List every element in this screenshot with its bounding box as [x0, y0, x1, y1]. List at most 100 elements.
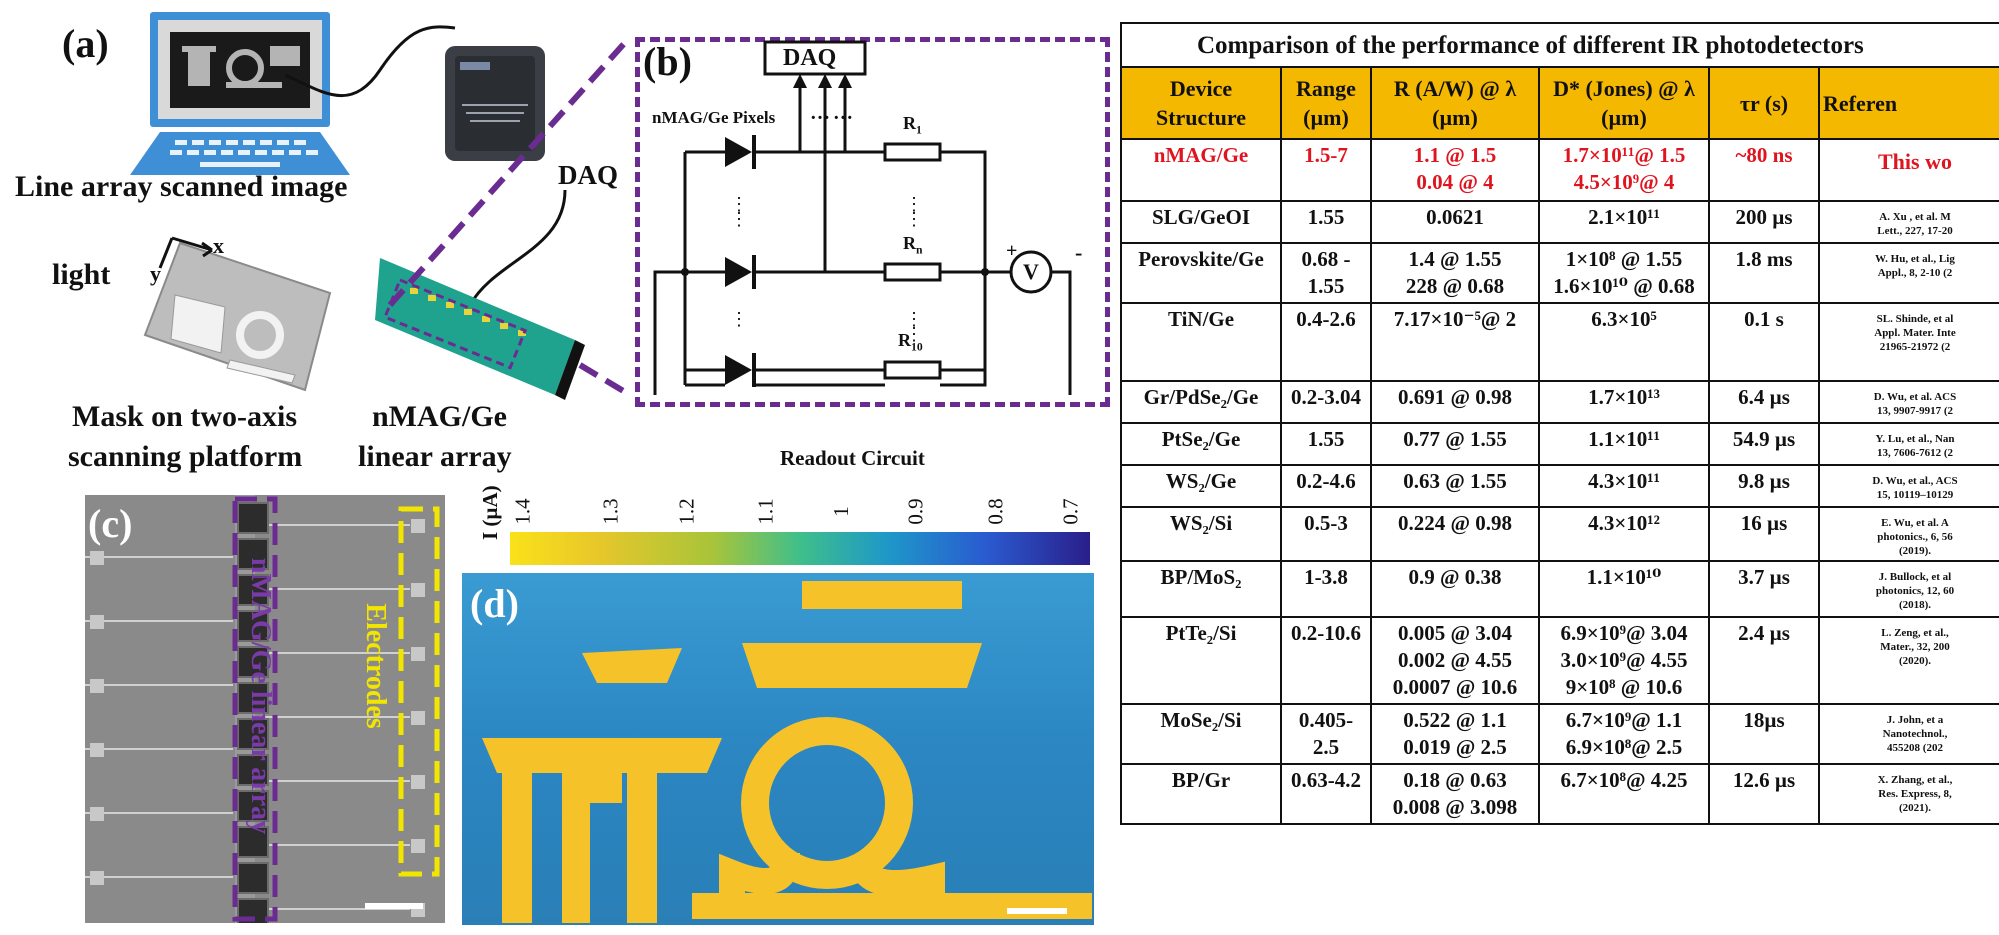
table-cell-range: 0.5-3 — [1280, 506, 1372, 562]
laptop-icon — [130, 12, 350, 175]
table-cell-d: 1.1×10¹⁰ — [1538, 560, 1710, 618]
resistor-r1-label: R1 — [903, 113, 922, 137]
sem-image — [85, 495, 445, 923]
plus-label: + — [1006, 240, 1018, 262]
comparison-table: Comparison of the performance of differe… — [1120, 22, 1999, 825]
table-cell-device: BP/MoS₂ — [1120, 560, 1282, 618]
readout-circuit-diagram: ⋮⋮ ⋮ ⋮⋮ ⋮⋮ — [653, 40, 1072, 395]
table-cell-device: nMAG/Ge — [1120, 138, 1282, 202]
dots-label-1: … — [810, 102, 830, 124]
table-cell-device: Gr/PdSe₂/Ge — [1120, 380, 1282, 424]
table-cell-r: 1.1 @ 1.5 0.04 @ 4 — [1370, 138, 1540, 202]
mask-plate-icon — [143, 241, 332, 392]
header-response-time: τr (s) — [1708, 66, 1820, 140]
colorbar-tick: 1 — [828, 506, 853, 517]
array-caption-line2: linear array — [358, 440, 512, 473]
colorbar-tick: 1.3 — [598, 498, 623, 525]
table-cell-device: MoSe₂/Si — [1120, 703, 1282, 765]
mask-caption-line2: scanning platform — [68, 440, 303, 473]
svg-text:⋮: ⋮ — [905, 324, 923, 345]
readout-caption: Readout Circuit — [780, 446, 925, 470]
table-cell-r: 0.224 @ 0.98 — [1370, 506, 1540, 562]
header-reference: Referen — [1818, 66, 1999, 140]
table-cell-tau: ~80 ns — [1708, 138, 1820, 202]
svg-text:⋮: ⋮ — [905, 209, 923, 230]
table-cell-ref: J. John, et a Nanotechnol., 455208 (202 — [1818, 703, 1999, 765]
table-cell-tau: 54.9 µs — [1708, 422, 1820, 466]
table-cell-tau: 2.4 µs — [1708, 616, 1820, 705]
table-cell-device: WS₂/Si — [1120, 506, 1282, 562]
dots-label-2: … — [833, 102, 853, 124]
svg-text:⋮: ⋮ — [730, 194, 748, 215]
panel-c-letter: (c) — [88, 501, 133, 546]
table-cell-r: 1.4 @ 1.55 228 @ 0.68 — [1370, 242, 1540, 304]
zoom-lines — [387, 35, 633, 398]
light-label: light — [52, 258, 111, 291]
table-cell-ref: L. Zeng, et al., Mater., 32, 200 (2020). — [1818, 616, 1999, 705]
scanned-image-caption: Line array scanned image — [15, 170, 348, 203]
resistor-rn-label: Rn — [903, 233, 923, 257]
axis-y-label: y — [150, 261, 161, 286]
table-cell-d: 4.3×10¹² — [1538, 506, 1710, 562]
colorbar-tick: 1.2 — [674, 498, 699, 525]
table-cell-ref: A. Xu , et al. M Lett., 227, 17-20 — [1818, 200, 1999, 244]
colorbar-label: I (µA) — [478, 485, 502, 540]
table-cell-tau: 3.7 µs — [1708, 560, 1820, 618]
xy-axis-icon — [158, 236, 213, 269]
voltmeter-label: V — [1023, 259, 1039, 284]
header-range: Range (µm) — [1280, 66, 1372, 140]
table-cell-range: 0.405- 2.5 — [1280, 703, 1372, 765]
table-cell-r: 0.522 @ 1.1 0.019 @ 2.5 — [1370, 703, 1540, 765]
svg-text:⋮: ⋮ — [730, 209, 748, 230]
table-cell-range: 0.68 - 1.55 — [1280, 242, 1372, 304]
table-cell-device: SLG/GeOI — [1120, 200, 1282, 244]
table-cell-ref: E. Wu, et al. A photonics., 6, 56 (2019)… — [1818, 506, 1999, 562]
table-cell-ref: Y. Lu, et al., Nan 13, 7606-7612 (2 — [1818, 422, 1999, 466]
panel-a-letter: (a) — [62, 21, 109, 66]
table-cell-device: Perovskite/Ge — [1120, 242, 1282, 304]
table-cell-tau: 0.1 s — [1708, 302, 1820, 382]
table-cell-ref: X. Zhang, et al., Res. Express, 8, (2021… — [1818, 763, 1999, 825]
table-cell-r: 0.77 @ 1.55 — [1370, 422, 1540, 466]
table-cell-ref: SL. Shinde, et al Appl. Mater. Inte 2196… — [1818, 302, 1999, 382]
svg-text:⋮: ⋮ — [730, 309, 748, 330]
table-cell-tau: 6.4 µs — [1708, 380, 1820, 424]
table-cell-range: 0.63-4.2 — [1280, 763, 1372, 825]
table-cell-d: 6.7×10⁸@ 4.25 — [1538, 763, 1710, 825]
table-cell-ref: D. Wu, et al. ACS 13, 9907-9917 (2 — [1818, 380, 1999, 424]
table-cell-r: 0.9 @ 0.38 — [1370, 560, 1540, 618]
table-cell-d: 6.7×10⁹@ 1.1 6.9×10⁸@ 2.5 — [1538, 703, 1710, 765]
table-cell-d: 1.7×10¹¹@ 1.5 4.5×10⁹@ 4 — [1538, 138, 1710, 202]
header-detectivity: D* (Jones) @ λ (µm) — [1538, 66, 1710, 140]
scan-map-image — [462, 573, 1094, 925]
table-cell-ref: This wo — [1818, 138, 1999, 202]
panel-b-frame — [635, 37, 1110, 407]
circuit-daq-label: DAQ — [783, 45, 837, 71]
table-title: Comparison of the performance of differe… — [1120, 22, 1999, 66]
table-cell-range: 0.2-4.6 — [1280, 464, 1372, 508]
table-cell-r: 7.17×10⁻⁵@ 2 — [1370, 302, 1540, 382]
svg-text:⋮: ⋮ — [905, 309, 923, 330]
table-cell-ref: J. Bullock, et al photonics, 12, 60 (201… — [1818, 560, 1999, 618]
minus-label: - — [1075, 240, 1083, 265]
daq-device-icon — [445, 46, 545, 161]
pixels-label: nMAG/Ge Pixels — [652, 108, 776, 127]
electrodes-vertical-label: Electrodes — [360, 603, 391, 729]
table-cell-range: 0.2-3.04 — [1280, 380, 1372, 424]
colorbar-tick: 0.8 — [983, 498, 1008, 525]
table-cell-d: 4.3×10¹¹ — [1538, 464, 1710, 508]
table-cell-range: 1.5-7 — [1280, 138, 1372, 202]
table-cell-ref: W. Hu, et al., Lig Appl., 8, 2-10 (2 — [1818, 242, 1999, 304]
table-cell-d: 2.1×10¹¹ — [1538, 200, 1710, 244]
colorbar-tick: 1.1 — [753, 498, 778, 525]
table-cell-range: 1-3.8 — [1280, 560, 1372, 618]
table-cell-d: 6.3×10⁵ — [1538, 302, 1710, 382]
table-cell-range: 0.4-2.6 — [1280, 302, 1372, 382]
